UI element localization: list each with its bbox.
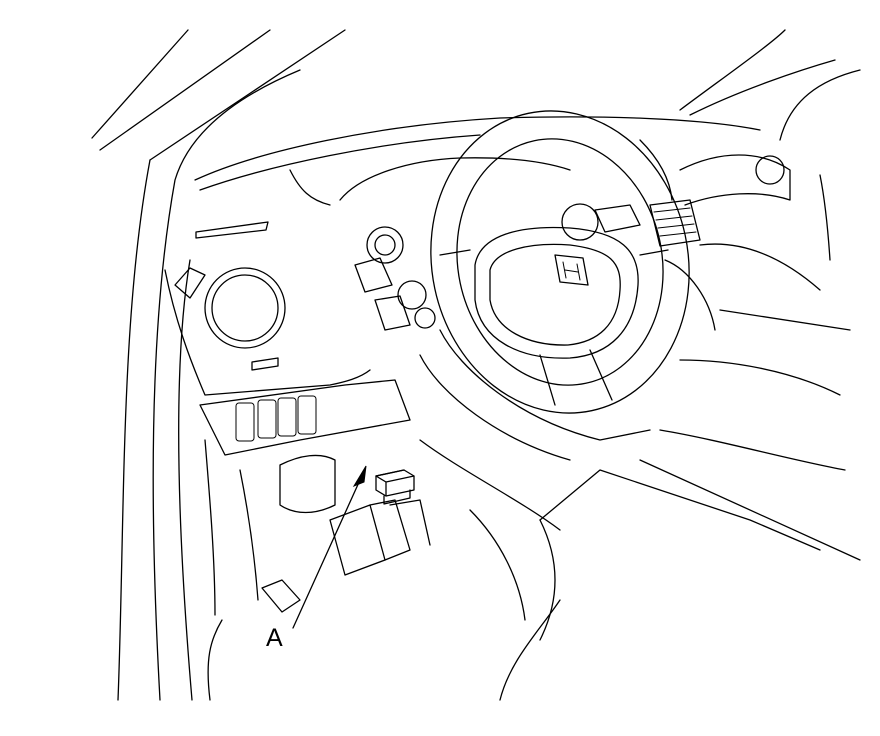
- floor-console: [329, 439, 821, 701]
- lower-left-dash: [164, 269, 411, 616]
- honda-logo-icon: [554, 254, 589, 286]
- dashboard-top: [194, 29, 861, 239]
- callout-label-a: A: [266, 624, 283, 652]
- instrument-cluster: [339, 157, 641, 331]
- dlc-connector: [375, 469, 415, 505]
- steering-wheel: [419, 110, 690, 461]
- left-air-vent: [174, 267, 286, 371]
- a-pillar: [91, 29, 346, 701]
- callout-arrow: [292, 465, 367, 629]
- center-stack: [639, 139, 861, 561]
